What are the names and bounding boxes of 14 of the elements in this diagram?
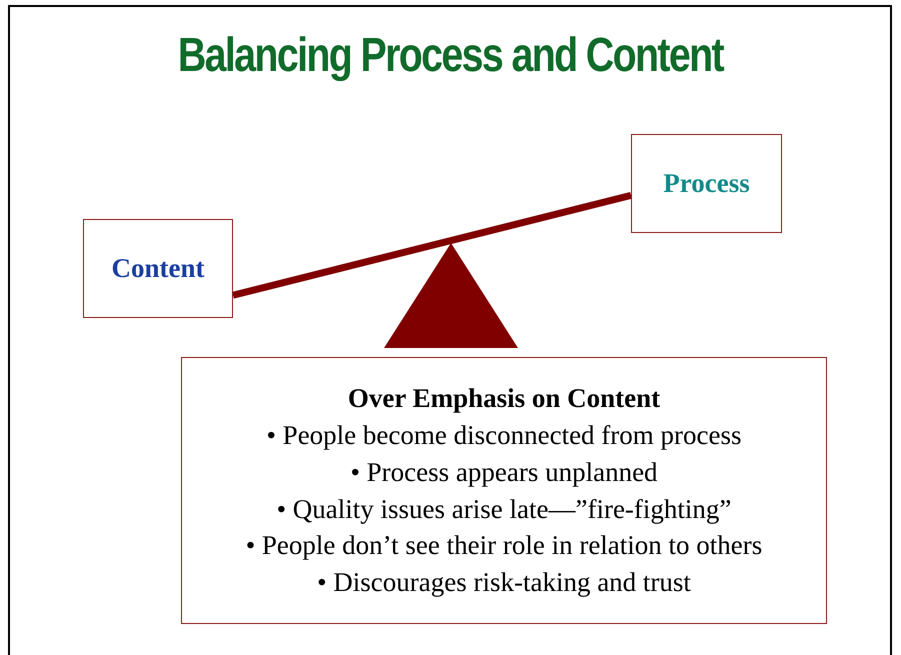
seesaw-beam: [232, 192, 632, 299]
bullet-item: • Quality issues arise late—”fire-fighting”: [276, 492, 732, 526]
heading: Over Emphasis on Content: [348, 382, 660, 416]
label-box: [83, 219, 233, 318]
text-box: [181, 357, 827, 624]
bullet-item: • Process appears unplanned: [350, 456, 658, 489]
box-label: Content: [112, 252, 204, 286]
bullet-item: • People become disconnected from process: [266, 419, 742, 452]
box-label: Process: [663, 167, 750, 200]
bullet-item: • Discourages risk-taking and trust: [317, 566, 691, 599]
bullet-item: • People don’t see their role in relation to others: [246, 529, 762, 562]
seesaw-fulcrum: [384, 243, 518, 348]
label-box: [631, 134, 782, 233]
title: Balancing Process and Content: [176, 28, 725, 83]
